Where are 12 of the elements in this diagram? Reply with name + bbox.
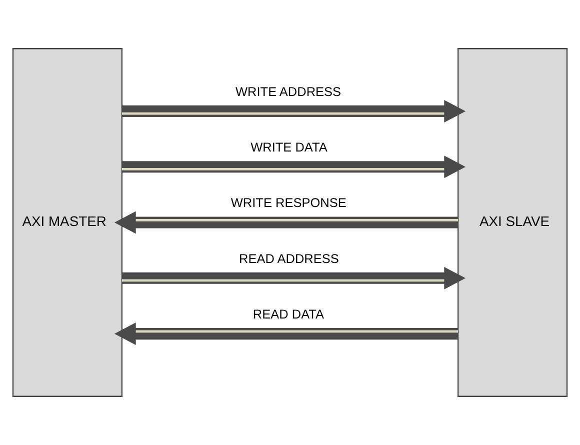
node-box: AXI MASTER xyxy=(12,48,122,397)
edge-label: READ ADDRESS xyxy=(239,250,339,266)
arrow xyxy=(114,211,458,234)
arrow xyxy=(122,156,466,178)
arrow xyxy=(114,322,458,345)
edge-label: READ DATA xyxy=(252,306,324,322)
arrow xyxy=(122,266,466,290)
edge-label: WRITE DATA xyxy=(250,140,328,155)
edge-label: WRITE ADDRESS xyxy=(236,84,342,99)
arrow xyxy=(122,100,466,122)
edge-label: WRITE RESPONSE xyxy=(230,195,346,210)
node-box: AXI SLAVE xyxy=(458,48,568,397)
